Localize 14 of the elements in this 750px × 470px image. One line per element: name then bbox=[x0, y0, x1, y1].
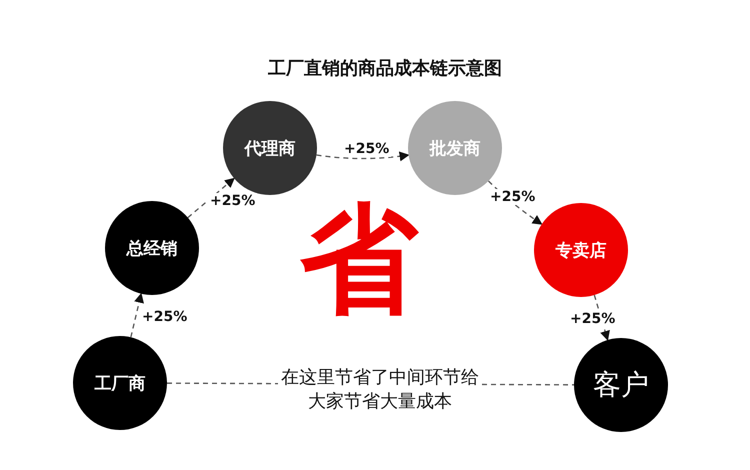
node-label: 代理商 bbox=[244, 138, 296, 160]
arrow bbox=[130, 292, 144, 338]
edge-label: +25% bbox=[342, 141, 392, 157]
title: 工厂直销的商品成本链示意图 bbox=[267, 57, 503, 80]
edge-label: +25% bbox=[568, 311, 618, 327]
node-label: 批发商 bbox=[430, 138, 480, 160]
arrow bbox=[187, 178, 235, 218]
big-character: 省 bbox=[300, 200, 418, 318]
node-label: 工厂商 bbox=[94, 372, 146, 394]
edge-label: +25% bbox=[488, 189, 538, 205]
node-label: 客户 bbox=[593, 367, 649, 403]
node-label: 专卖店 bbox=[556, 240, 606, 262]
arrow bbox=[316, 151, 410, 162]
node-label: 总经销 bbox=[126, 238, 178, 260]
